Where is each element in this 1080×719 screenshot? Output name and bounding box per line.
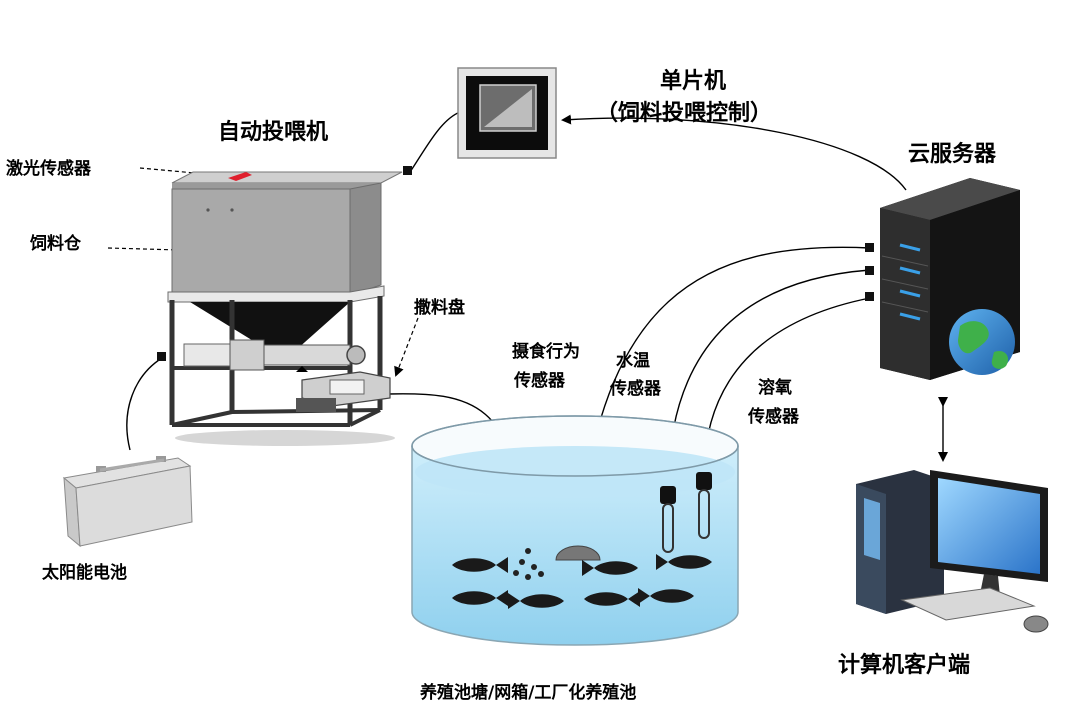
laser-sensor-label: 激光传感器: [6, 158, 92, 179]
mcu-to-feeder-line: [409, 111, 461, 173]
fish: [656, 554, 712, 570]
fish: [584, 591, 640, 607]
mcu-subtitle: （饲料投喂控制）: [596, 100, 772, 126]
fish: [582, 560, 638, 576]
feed-bin-label: 饲料仓: [29, 233, 82, 254]
laser-sensor-mark: [228, 172, 252, 181]
feeding-behaviour-sensor: [555, 545, 601, 561]
oxygen-probe: [696, 472, 712, 539]
temp-sensor-label-1: 水温: [616, 350, 650, 371]
spread-plate-label: 撒料盘: [414, 297, 465, 318]
mcu-device: [457, 67, 557, 159]
server-to-mcu-line: [561, 114, 907, 191]
fish: [508, 593, 564, 609]
battery-device: [62, 456, 193, 548]
cloud-server: [880, 178, 1020, 380]
mcu-title: 单片机: [660, 69, 726, 94]
battery-to-feeder-line: [126, 357, 163, 451]
fish: [452, 590, 508, 606]
fish: [638, 588, 694, 604]
temperature-probe: [660, 486, 676, 553]
feeding-sensor-label-1: 摄食行为: [512, 341, 580, 362]
do-sensor-label-2: 传感器: [747, 406, 800, 427]
feed-pellets: [513, 548, 544, 580]
pond-label: 养殖池塘/网箱/工厂化养殖池: [419, 682, 636, 703]
spread-pointer: [394, 317, 419, 377]
do-sensor-label-1: 溶氧: [758, 377, 792, 398]
battery-label: 太阳能电池: [42, 562, 127, 583]
bin-pointer: [107, 247, 181, 251]
computer-client: [856, 470, 1049, 633]
connector-squares: [157, 166, 874, 361]
fish-group: [452, 554, 712, 609]
cloud-server-label: 云服务器: [908, 142, 997, 167]
temp-sensor-label-2: 传感器: [609, 378, 662, 399]
feeder-machine: [167, 171, 403, 446]
fish: [452, 557, 508, 573]
computer-label: 计算机客户端: [838, 652, 970, 678]
pond: [411, 415, 739, 646]
feeding-sensor-label-2: 传感器: [513, 370, 566, 391]
feeder-title: 自动投喂机: [218, 119, 328, 145]
